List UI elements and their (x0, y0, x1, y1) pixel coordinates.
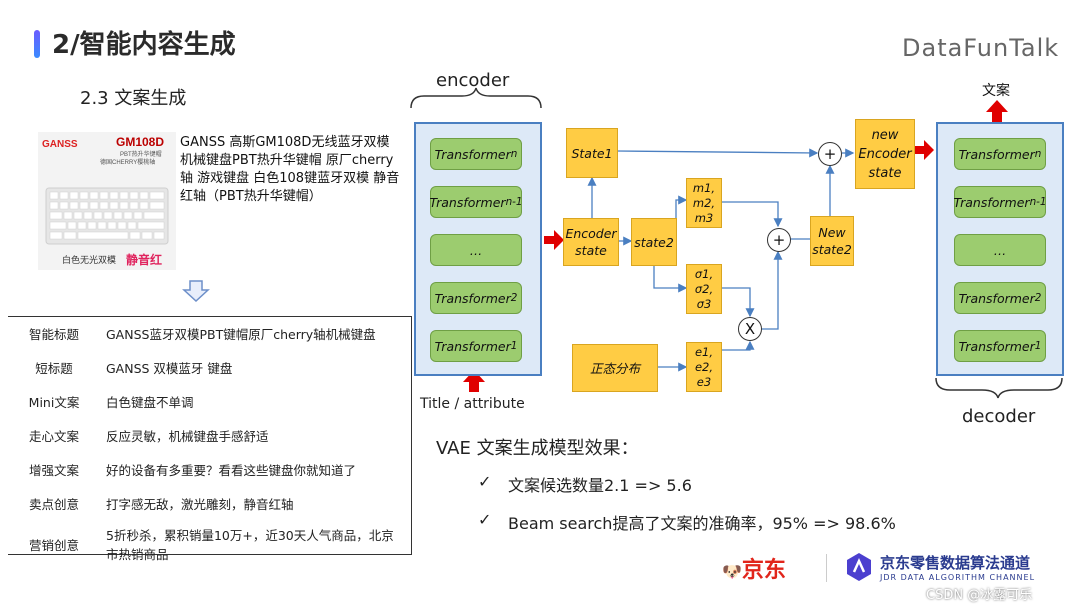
decoder-label: decoder (962, 406, 1036, 427)
normal-distribution-box: 正态分布 (572, 344, 658, 392)
result-item: 文案候选数量2.1 => 5.6 (508, 476, 692, 495)
product-highlight-text: 静音红 (126, 252, 162, 267)
jdr-channel-icon (847, 553, 871, 581)
brand-logo: DataFunTalk (902, 34, 1060, 62)
results-title: VAE 文案生成模型效果： (436, 438, 639, 459)
decoder-in-arrow (914, 140, 934, 160)
title-accent-bar (34, 30, 40, 58)
table-key: 卖点创意 (28, 496, 79, 512)
down-arrow-icon (182, 280, 210, 302)
decoder-ellipsis: … (954, 234, 1046, 266)
table-row: 走心文案 反应灵敏，机械键盘手感舒适 (8, 418, 412, 452)
state2-to-sigma-line (653, 264, 688, 293)
times-to-plus-line (762, 250, 783, 330)
jd-logo: 🐶京东 (722, 558, 786, 583)
table-value: 反应灵敏，机械键盘手感舒适 (106, 428, 269, 444)
table-row: 智能标题 GANSS蓝牙双模PBT键帽原厂cherry轴机械键盘 (8, 316, 412, 350)
result-item: Beam search提高了文案的准确率，95% => 98.6% (508, 514, 896, 533)
state2-box: state2 (631, 218, 677, 266)
table-row: 营销创意 5折秒杀，累积销量10万+，近30天人气商品，北京市热销商品 (8, 520, 412, 568)
table-value: GANSS 双模蓝牙 键盘 (106, 360, 233, 376)
output-up-arrow (986, 100, 1008, 124)
state2-to-mu-line (675, 195, 688, 218)
table-value: 白色键盘不单调 (106, 394, 194, 410)
copy-table: 智能标题 GANSS蓝牙双模PBT键帽原厂cherry轴机械键盘 短标题 GAN… (8, 316, 412, 568)
product-sub1-text: PBT热升华键帽 (120, 150, 162, 158)
encoder-brace (410, 87, 542, 109)
encoder-out-arrow (544, 230, 564, 250)
table-row: Mini文案 白色键盘不单调 (8, 384, 412, 418)
state1-to-plus-line (616, 148, 819, 158)
table-value: 好的设备有多重要？看看这些键盘你就知道了 (106, 462, 357, 478)
csdn-watermark: CSDN @冰露可乐 (926, 588, 1033, 603)
sigma-box: σ1,σ2,σ3 (686, 264, 722, 314)
input-caption: Title / attribute (420, 396, 525, 412)
mu-box: m1,m2,m3 (686, 178, 722, 228)
table-value: GANSS蓝牙双模PBT键帽原厂cherry轴机械键盘 (106, 326, 376, 342)
channel-title: 京东零售数据算法通道 (880, 554, 1031, 572)
sigma-to-times-line (720, 287, 755, 318)
product-caption-text: 白色无光双模 (62, 254, 116, 265)
table-key: 增强文案 (28, 462, 79, 478)
table-key: 智能标题 (28, 326, 79, 342)
decoder-brace (935, 377, 1063, 399)
footer-separator (826, 554, 827, 582)
jd-dog-icon: 🐶 (722, 562, 742, 581)
table-value: 5折秒杀，累积销量10万+，近30天人气商品，北京市热销商品 (106, 528, 394, 562)
keyboard-image: GANSS GM108D PBT热升华键帽 德国CHERRY樱桃轴 白色无光双模… (38, 132, 176, 270)
table-row: 增强文案 好的设备有多重要？看看这些键盘你就知道了 (8, 452, 412, 486)
table-value: 打字感无敌，激光雕刻，静音红轴 (106, 496, 294, 512)
mu-to-plus-line (720, 201, 783, 228)
table-right-border (411, 316, 412, 555)
times-node: X (738, 317, 762, 341)
product-image: GANSS GM108D PBT热升华键帽 德国CHERRY樱桃轴 白色无光双模… (38, 132, 176, 270)
product-model-text: GM108D (116, 135, 164, 149)
table-key: 营销创意 (28, 537, 79, 553)
table-key: Mini文案 (28, 394, 80, 410)
encoder-ellipsis: … (430, 234, 522, 266)
check-icon: ✓ (478, 510, 492, 529)
product-description: GANSS 高斯GM108D无线蓝牙双模机械键盘PBT热升华键帽 原厂cherr… (180, 135, 400, 204)
table-key: 走心文案 (28, 428, 79, 444)
table-key: 短标题 (35, 360, 73, 376)
slide-title: 2/智能内容生成 (52, 30, 236, 60)
eps-to-times-line (720, 340, 755, 351)
epsilon-box: e1,e2,e3 (686, 342, 722, 392)
table-bottom-border (8, 554, 412, 555)
input-up-arrow (463, 370, 485, 392)
table-top-border (8, 316, 412, 317)
table-row: 卖点创意 打字感无敌，激光雕刻，静音红轴 (8, 486, 412, 520)
state1-box: State1 (566, 128, 618, 178)
table-row: 短标题 GANSS 双模蓝牙 键盘 (8, 350, 412, 384)
check-icon: ✓ (478, 472, 492, 491)
plus-node-top: + (818, 142, 842, 166)
encoder-label: encoder (436, 70, 510, 91)
product-logo-text: GANSS (42, 139, 78, 150)
plus-node-middle: + (767, 228, 791, 252)
channel-subtitle: JDR DATA ALGORITHM CHANNEL (880, 573, 1036, 582)
section-title: 2.3 文案生成 (80, 88, 187, 109)
output-label: 文案 (982, 83, 1010, 99)
product-sub2-text: 德国CHERRY樱桃轴 (100, 158, 155, 166)
